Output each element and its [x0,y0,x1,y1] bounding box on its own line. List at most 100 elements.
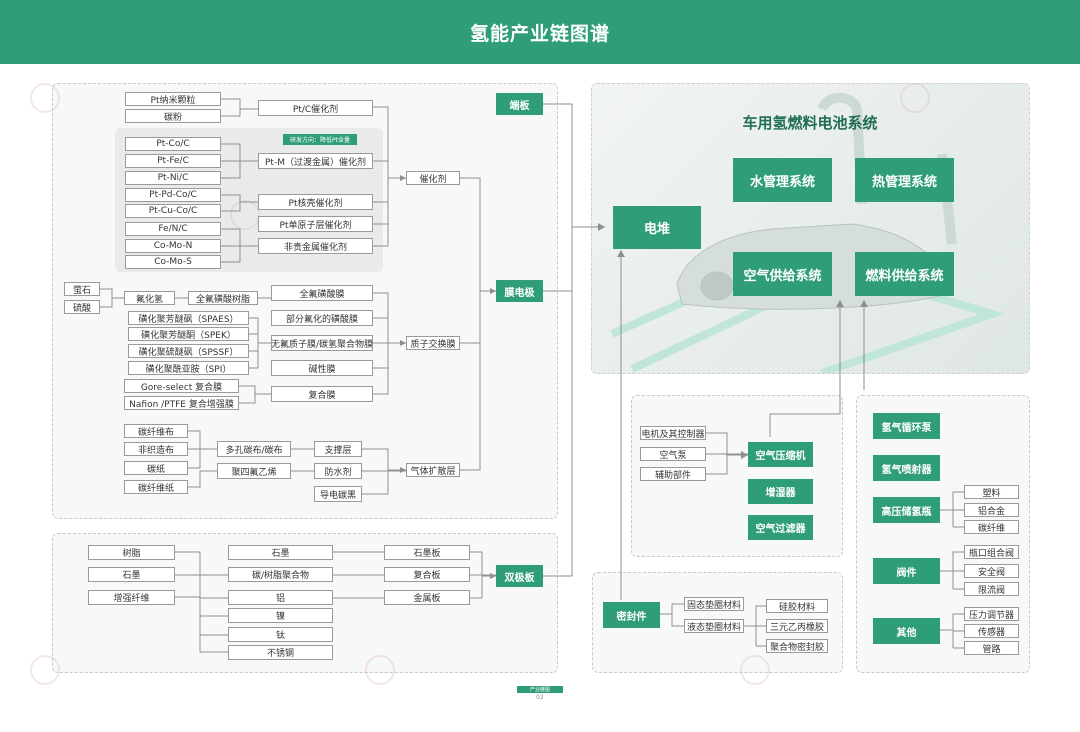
page-title: 氢能产业链图谱 [469,23,610,45]
node-nafion: Nafion /PTFE 复合增强膜 [124,396,239,410]
node-bipolar-plate: 双极板 [496,565,543,587]
node-ptco: Pt-Co/C [125,137,221,151]
node-seal: 密封件 [603,602,660,628]
node-metal-plate: 金属板 [384,590,470,605]
node-polymer-seal: 聚合物密封胶 [766,639,828,653]
node-injector: 氢气喷射器 [873,455,940,481]
node-sulfuric-acid: 硫酸 [64,300,100,314]
node-plastic: 塑料 [964,485,1019,499]
node-ptm: Pt-M（过渡金属）催化剂 [258,153,373,169]
node-composite: 复合膜 [271,386,373,402]
node-cf: 碳纤维 [964,520,1019,534]
node-ptfe: 聚四氟乙烯 [217,463,291,479]
node-fenc: Fe/N/C [125,222,221,236]
research-direction-tag: 研发方向：降低Pt含量 [283,134,357,145]
node-gdl: 气体扩散层 [406,463,460,477]
node-graphite-raw: 石墨 [88,567,175,582]
node-spssf: 磺化聚硫醚砜（SPSSF） [128,344,249,358]
node-fluorite: 萤石 [64,282,100,296]
node-stainless: 不锈钢 [228,645,333,660]
node-silicone: 硅胶材料 [766,599,828,613]
node-sensor: 传感器 [964,624,1019,638]
node-end-plate: 端板 [496,93,543,115]
node-catalyst: 催化剂 [406,171,460,185]
node-tank: 高压储氢瓶 [873,497,940,523]
node-pfsa-resin: 全氟磺酸树脂 [188,291,258,305]
node-ptcuco: Pt-Cu-Co/C [125,204,221,218]
watermark-logo [30,655,60,685]
node-safety-valve: 安全阀 [964,564,1019,578]
node-fuel-supply: 燃料供给系统 [855,252,954,296]
node-epdm: 三元乙丙橡胶 [766,619,828,633]
node-gore: Gore-select 复合膜 [124,379,239,393]
node-hf: 氟化氢 [124,291,175,305]
node-spek: 磺化聚芳醚酮（SPEK） [128,327,249,341]
node-pfsa-membrane: 全氟磺酸膜 [271,285,373,301]
node-composite-plate: 复合板 [384,567,470,582]
watermark-logo [900,83,930,113]
node-pt-nano: Pt纳米颗粒 [125,92,221,106]
node-combo-valve: 瓶口组合阀 [964,545,1019,559]
node-al-alloy: 铝合金 [964,503,1019,517]
node-single-layer: Pt单原子层催化剂 [258,216,373,232]
node-air-supply: 空气供给系统 [733,252,832,296]
node-spi: 磺化聚酰亚胺（SPI） [128,361,249,375]
node-flow-limit: 限流阀 [964,582,1019,596]
node-solid-gasket: 固态垫圈材料 [684,597,744,611]
node-fluorine-free: 无氟质子膜/碳氢聚合物膜 [271,335,373,351]
node-liquid-gasket: 液态垫圈材料 [684,619,744,633]
node-nickel: 镍 [228,608,333,623]
node-nonwoven: 非织造布 [124,442,188,456]
node-graphite: 石墨 [228,545,333,560]
node-mea: 膜电极 [496,280,543,302]
system-title: 车用氢燃料电池系统 [742,114,878,132]
node-ptfe-alloy: Pt-Fe/C [125,154,221,168]
node-waterproof: 防水剂 [314,463,362,479]
watermark-logo [740,655,770,685]
node-carbon-powder: 碳粉 [125,109,221,123]
node-conductive-carbon: 导电碳黑 [314,486,362,502]
node-aux: 辅助部件 [640,467,706,481]
node-regulator: 压力调节器 [964,607,1019,621]
node-recirc-pump: 氢气循环泵 [873,413,940,439]
node-fiber: 增强纤维 [88,590,175,605]
node-stack: 电堆 [613,206,701,249]
node-valve: 阀件 [873,558,940,584]
watermark-logo [365,655,395,685]
node-comon: Co-Mo-N [125,239,221,253]
node-alkaline: 碱性膜 [271,360,373,376]
node-resin: 树脂 [88,545,175,560]
node-core-shell: Pt核壳催化剂 [258,194,373,210]
node-ptni: Pt-Ni/C [125,171,221,185]
node-thermal-mgmt: 热管理系统 [855,158,954,202]
node-humidifier: 增湿器 [748,479,813,504]
node-graphite-plate: 石墨板 [384,545,470,560]
node-carbon-paper: 碳纸 [124,461,188,475]
node-titanium: 钛 [228,627,333,642]
node-carbon-resin: 碳/树脂聚合物 [228,567,333,582]
footer-tag: 产业链图 [517,686,563,693]
watermark-logo [230,200,260,230]
node-pem: 质子交换膜 [406,336,460,350]
node-spaes: 磺化聚芳醚砜（SPAES） [128,311,249,325]
node-cf-paper: 碳纤维纸 [124,480,188,494]
node-compressor: 空气压缩机 [748,442,813,467]
node-ptc-catalyst: Pt/C催化剂 [258,100,373,116]
node-non-noble: 非贵金属催化剂 [258,238,373,254]
node-partial-fluor: 部分氟化的磺酸膜 [271,310,373,326]
node-support: 支撑层 [314,441,362,457]
node-motor: 电机及其控制器 [640,426,706,440]
node-aluminum: 铝 [228,590,333,605]
node-air-pump: 空气泵 [640,447,706,461]
node-air-filter: 空气过滤器 [748,515,813,540]
watermark-logo [30,83,60,113]
node-cf-cloth: 碳纤维布 [124,424,188,438]
node-water-mgmt: 水管理系统 [733,158,832,202]
page-number: 02 [536,694,544,701]
node-porous-carbon: 多孔碳布/碳布 [217,441,291,457]
header-bar [0,0,1080,64]
node-other: 其他 [873,618,940,644]
node-ptpdco: Pt-Pd-Co/C [125,188,221,202]
node-pipe: 管路 [964,641,1019,655]
